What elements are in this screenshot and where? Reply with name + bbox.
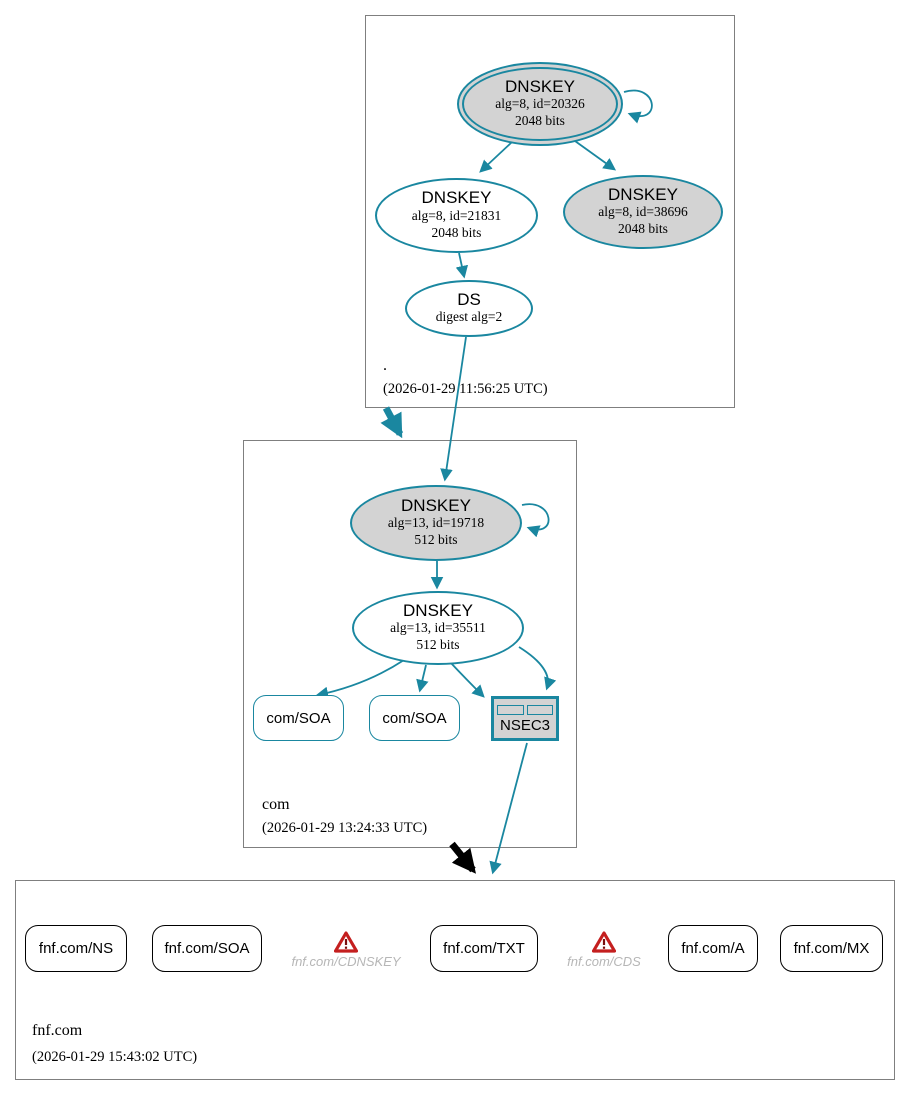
dnskey-title: DNSKEY — [403, 600, 473, 620]
zone-timestamp-com: (2026-01-29 13:24:33 UTC) — [262, 820, 428, 836]
rrset-fnf-com-ns[interactable]: fnf.com/NS — [25, 925, 127, 972]
warning-icon — [592, 931, 616, 953]
zone-box-fnf-com — [15, 880, 895, 1080]
rrset-label: fnf.com/NS — [38, 940, 114, 957]
ds-node[interactable]: DS digest alg=2 — [405, 280, 533, 337]
edge-root-ksk-self-sign — [623, 89, 653, 124]
edge-root-ksk-to-key38696 — [574, 140, 617, 171]
rrset-label: fnf.com/TXT — [443, 940, 525, 957]
ds-title: DS — [457, 289, 481, 309]
zone-label-root: . — [383, 357, 387, 374]
rrset-fnf-com-mx[interactable]: fnf.com/MX — [780, 925, 883, 972]
edge-root-ksk-to-zsk — [479, 141, 513, 173]
delegation-arrow-com-to-fnf — [449, 841, 476, 874]
nsec3-cells — [497, 705, 553, 715]
rrset-label: fnf.com/SOA — [164, 940, 250, 957]
warning-label: fnf.com/CDNSKEY — [291, 954, 401, 969]
edge-com-zsk-to-nsec3-right — [518, 646, 557, 691]
nsec3-label: NSEC3 — [499, 717, 551, 734]
dnskey-bits: 2048 bits — [431, 224, 482, 240]
dnskey-title: DNSKEY — [608, 184, 678, 204]
dnskey-bits: 2048 bits — [618, 221, 668, 237]
rrset-label: com/SOA — [266, 709, 331, 727]
rrset-com-soa-1[interactable]: com/SOA — [253, 695, 344, 741]
edge-com-zsk-to-soa1 — [315, 659, 405, 700]
warning-fnf-com-cds[interactable]: fnf.com/CDS — [554, 928, 654, 972]
rrset-com-soa-2[interactable]: com/SOA — [369, 695, 460, 741]
dnskey-node-21831[interactable]: DNSKEY alg=8, id=21831 2048 bits — [375, 178, 538, 253]
zone-box-root — [365, 15, 735, 408]
edge-com-ksk-self-sign — [521, 503, 550, 538]
dnskey-alg-id: alg=13, id=19718 — [387, 515, 485, 531]
edge-root-zsk-to-ds — [455, 252, 469, 279]
dnskey-title: DNSKEY — [401, 495, 471, 515]
dnskey-bits: 512 bits — [414, 532, 458, 548]
zone-box-com — [243, 440, 577, 848]
delegation-arrow-root-to-com — [380, 406, 404, 439]
rrset-fnf-com-a[interactable]: fnf.com/A — [668, 925, 758, 972]
edge-ds-to-com-ksk — [440, 336, 467, 482]
dnskey-node-38696[interactable]: DNSKEY alg=8, id=38696 2048 bits — [563, 175, 723, 249]
dnskey-alg-id: alg=8, id=21831 — [411, 207, 502, 223]
nsec3-node[interactable]: NSEC3 — [491, 696, 559, 741]
warning-label: fnf.com/CDS — [567, 954, 641, 969]
dnskey-title: DNSKEY — [421, 188, 492, 208]
zone-label-com: com — [262, 796, 290, 813]
nsec3-cell — [497, 705, 524, 715]
dnskey-alg-id: alg=8, id=20326 — [495, 96, 585, 112]
nsec3-cell — [526, 705, 553, 715]
ds-digest-alg: digest alg=2 — [435, 309, 503, 325]
dnskey-node-20326[interactable]: DNSKEY alg=8, id=20326 2048 bits — [457, 62, 623, 146]
dnskey-alg-id: alg=13, id=35511 — [390, 620, 486, 636]
edge-nsec3-to-fnf-zone — [489, 742, 528, 875]
warning-icon — [334, 931, 358, 953]
edge-com-zsk-to-nsec3-left — [449, 661, 485, 698]
rrset-label: fnf.com/A — [681, 940, 745, 957]
dnskey-alg-id: alg=8, id=38696 — [598, 204, 688, 220]
dnskey-bits: 2048 bits — [515, 113, 565, 129]
dnskey-node-19718[interactable]: DNSKEY alg=13, id=19718 512 bits — [350, 485, 522, 561]
edge-com-zsk-to-soa2 — [416, 664, 429, 693]
dnskey-node-35511[interactable]: DNSKEY alg=13, id=35511 512 bits — [352, 591, 524, 665]
warning-fnf-com-cdnskey[interactable]: fnf.com/CDNSKEY — [286, 928, 406, 972]
zone-timestamp-fnf-com: (2026-01-29 15:43:02 UTC) — [32, 1049, 198, 1065]
zone-timestamp-root: (2026-01-29 11:56:25 UTC) — [383, 381, 548, 397]
dnskey-title: DNSKEY — [505, 76, 575, 96]
rrset-label: com/SOA — [382, 709, 447, 727]
rrset-fnf-com-soa[interactable]: fnf.com/SOA — [152, 925, 262, 972]
rrset-fnf-com-txt[interactable]: fnf.com/TXT — [430, 925, 538, 972]
rrset-label: fnf.com/MX — [793, 940, 870, 957]
dnskey-bits: 512 bits — [416, 637, 460, 653]
zone-label-fnf-com: fnf.com — [32, 1022, 83, 1039]
